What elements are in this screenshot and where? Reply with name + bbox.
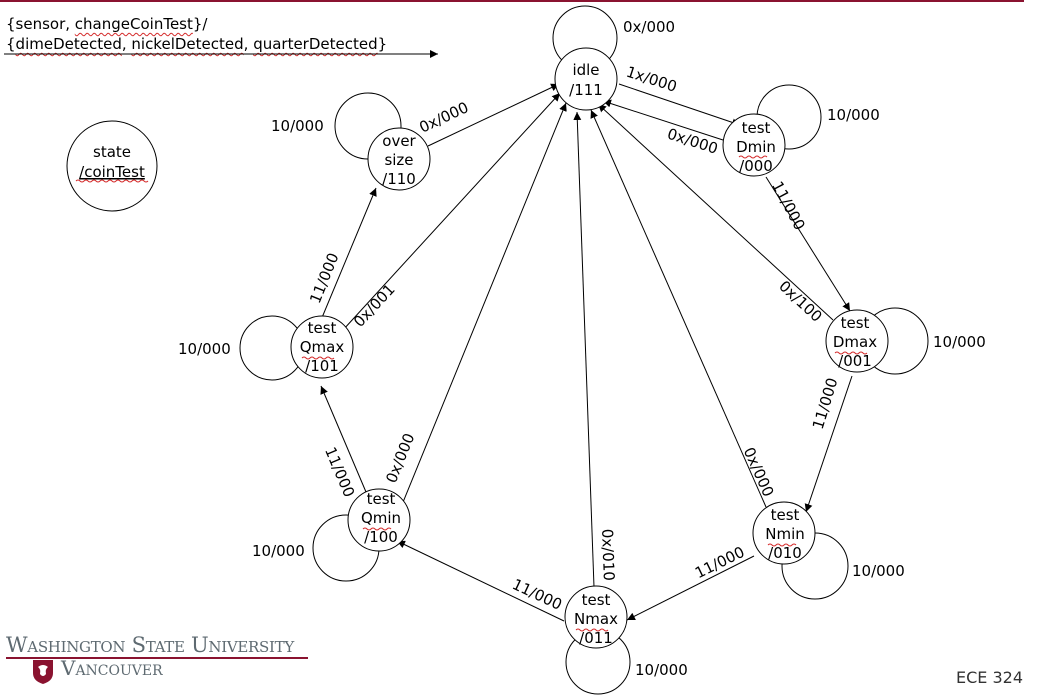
edge-nmin-nmax bbox=[626, 555, 755, 621]
state-testNmin-line2: Nmin bbox=[765, 525, 805, 543]
label-nmax-to-idle: 0x/010 bbox=[598, 528, 618, 581]
spell-squiggle-qmax bbox=[301, 356, 335, 360]
spell-squiggle-nmax bbox=[575, 628, 609, 632]
state-testDmin bbox=[722, 113, 786, 177]
wsu-logo-rule bbox=[6, 657, 308, 659]
wsu-logo: Washington State University Vancouver bbox=[6, 633, 316, 691]
edge-qmax-idle bbox=[342, 92, 561, 331]
state-testQmin bbox=[347, 488, 411, 552]
state-testQmax-line2: Qmax bbox=[300, 338, 345, 356]
edge-dmin-idle bbox=[602, 99, 724, 141]
label-idle-to-dmin: 1x/000 bbox=[624, 63, 679, 96]
state-testNmax-line1: test bbox=[582, 591, 611, 609]
state-testNmin-line1: test bbox=[771, 506, 800, 524]
state-testNmax-line2: Nmax bbox=[574, 610, 618, 628]
spell-squiggle-cointest bbox=[75, 179, 149, 183]
state-idle-output: /111 bbox=[569, 81, 603, 99]
label-dmax-self: 10/000 bbox=[933, 333, 986, 351]
spell-squiggle-qmin bbox=[362, 527, 392, 531]
state-testDmax-output: /001 bbox=[838, 352, 872, 370]
edge-dmax-nmin bbox=[804, 375, 853, 513]
key-state-output: /coinTest bbox=[79, 163, 145, 181]
label-oversize-to-idle: 0x/000 bbox=[416, 98, 471, 136]
edge-dmax-idle bbox=[597, 103, 834, 321]
legend-outputs: {dimeDetected, nickelDetected, quarterDe… bbox=[6, 35, 388, 53]
key-state-circle bbox=[66, 120, 158, 212]
edge-dmin-dmax bbox=[765, 176, 851, 312]
label-nmax-self: 10/000 bbox=[635, 661, 688, 679]
label-dmin-self: 10/000 bbox=[827, 106, 880, 124]
state-oversize-output: /110 bbox=[382, 170, 416, 188]
edge-nmax-idle bbox=[573, 111, 595, 588]
label-nmin-self: 10/000 bbox=[852, 562, 905, 580]
label-qmax-to-oversize: 11/000 bbox=[306, 250, 342, 306]
cougar-shield-icon bbox=[33, 660, 53, 684]
state-testDmin-output: /000 bbox=[739, 157, 773, 175]
edge-idle-dmin bbox=[618, 83, 741, 127]
label-qmax-self: 10/000 bbox=[178, 340, 231, 358]
edge-nmin-idle bbox=[590, 109, 767, 508]
wsu-wordmark: Washington State University bbox=[6, 633, 294, 657]
label-qmin-self: 10/000 bbox=[252, 542, 305, 560]
state-testQmin-line2: Qmin bbox=[361, 509, 401, 527]
label-oversize-self: 10/000 bbox=[271, 117, 324, 135]
state-testDmax-line1: test bbox=[841, 314, 870, 332]
state-testNmin bbox=[752, 501, 816, 565]
label-dmax-to-idle: 0x/100 bbox=[775, 277, 825, 326]
label-qmin-to-qmax: 11/000 bbox=[321, 444, 358, 500]
state-testQmin-line1: test bbox=[367, 490, 396, 508]
legend-inputs: {sensor, changeCoinTest}/ bbox=[6, 15, 208, 33]
state-testNmax-output: /011 bbox=[579, 629, 613, 647]
state-testQmin-output: /100 bbox=[364, 528, 398, 546]
spell-squiggle-dmin bbox=[738, 155, 768, 159]
spell-squiggle-nmin bbox=[767, 543, 797, 547]
state-oversize bbox=[367, 127, 431, 191]
state-idle bbox=[554, 47, 618, 111]
edge-qmax-oversize bbox=[320, 187, 377, 321]
state-testDmin-line1: test bbox=[742, 119, 771, 137]
state-testNmin-output: /010 bbox=[768, 544, 802, 562]
edge-qmin-qmax bbox=[320, 385, 367, 493]
course-code: ECE 324 bbox=[955, 668, 1023, 687]
edge-qmin-idle bbox=[398, 102, 567, 513]
state-testDmin-line2: Dmin bbox=[736, 138, 776, 156]
state-testDmax bbox=[825, 309, 889, 373]
state-oversize-line1: over bbox=[382, 132, 416, 150]
state-testNmax bbox=[564, 585, 628, 649]
state-idle-name: idle bbox=[572, 61, 599, 79]
state-testQmax-output: /101 bbox=[305, 357, 339, 375]
state-testDmax-line2: Dmax bbox=[833, 333, 877, 351]
state-testQmax-line1: test bbox=[308, 319, 337, 337]
label-dmin-to-dmax: 11/000 bbox=[768, 178, 809, 233]
state-testQmax bbox=[290, 315, 354, 379]
io-legend: {sensor, changeCoinTest}/ {dimeDetected,… bbox=[6, 14, 387, 54]
state-oversize-line2: size bbox=[384, 151, 413, 169]
label-nmin-to-idle: 0x/000 bbox=[740, 445, 778, 500]
edge-oversize-idle bbox=[427, 83, 560, 147]
edge-nmax-qmin bbox=[396, 540, 565, 622]
key-state-name: state bbox=[93, 143, 131, 161]
wsu-campus: Vancouver bbox=[61, 656, 163, 680]
header-rule bbox=[0, 0, 1024, 2]
label-nmin-to-nmax: 11/000 bbox=[692, 543, 747, 582]
label-idle-self: 0x/000 bbox=[623, 18, 675, 36]
spell-squiggle-dmax bbox=[834, 351, 868, 355]
label-dmax-to-nmin: 11/000 bbox=[809, 376, 842, 432]
label-qmax-to-idle: 0x/001 bbox=[350, 280, 399, 330]
